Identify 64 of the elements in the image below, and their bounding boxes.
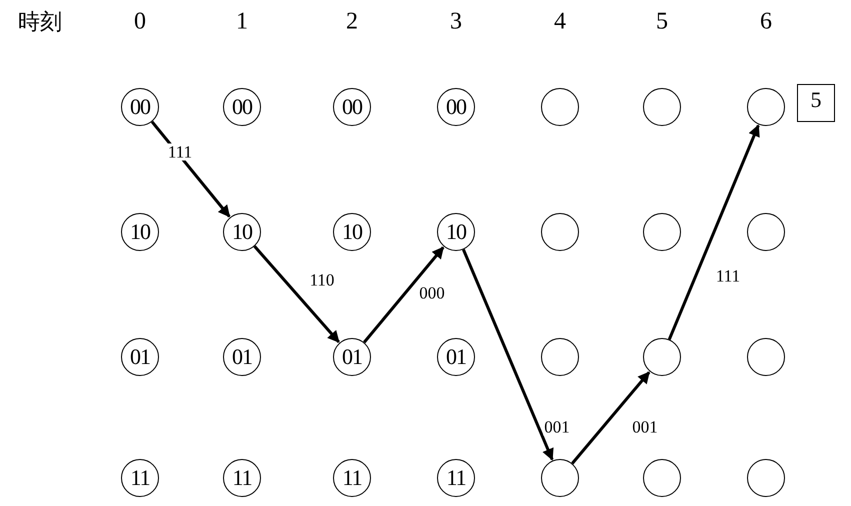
state-label: 01 [130,344,150,370]
state-circle [541,459,579,497]
state-circle [333,338,371,376]
state-circle [643,88,681,126]
edge-label: 001 [631,418,659,436]
state-circle [333,88,371,126]
time-index: 3 [450,8,462,36]
metric-value: 5 [797,84,835,122]
state-label: 00 [446,94,466,120]
state-circle [437,338,475,376]
edge-label: 111 [714,268,742,284]
arrow [571,371,650,464]
state-circle [121,338,159,376]
edge-label: 001 [543,418,571,436]
state-circle [437,459,475,497]
time-index: 2 [346,8,358,36]
state-circle [121,88,159,126]
state-label: 11 [446,465,466,491]
state-label: 10 [342,219,362,245]
time-index: 0 [134,8,146,36]
state-label: 11 [232,465,252,491]
state-label: 01 [342,344,362,370]
state-circle [541,213,579,251]
edge-label: 000 [418,284,446,302]
state-label: 01 [232,344,252,370]
state-circle [541,88,579,126]
state-label: 00 [342,94,362,120]
state-circle [643,338,681,376]
state-circle [333,459,371,497]
state-circle [643,459,681,497]
state-circle [223,88,261,126]
edge-label: 110 [308,272,336,288]
state-label: 00 [130,94,150,120]
state-circle [747,213,785,251]
state-circle [333,213,371,251]
state-label: 01 [446,344,466,370]
state-circle [747,338,785,376]
state-label: 11 [342,465,362,491]
state-label: 10 [232,219,252,245]
arrow [668,124,760,340]
state-circle [223,213,261,251]
state-circle [437,88,475,126]
state-circle [121,459,159,497]
time-index: 5 [656,8,668,36]
time-index: 6 [760,8,772,36]
state-circle [223,459,261,497]
time-index: 1 [236,8,248,36]
arrow [363,246,444,344]
state-label: 00 [232,94,252,120]
state-circle [747,459,785,497]
state-circle [541,338,579,376]
edge-label: 111 [166,144,194,160]
state-circle [121,213,159,251]
arrow [253,245,340,343]
state-label: 11 [130,465,150,491]
time-index: 4 [554,8,566,36]
state-circle [223,338,261,376]
arrow [462,248,554,461]
state-circle [747,88,785,126]
axis-title: 時刻 [18,9,62,37]
state-circle [643,213,681,251]
state-label: 10 [446,219,466,245]
state-circle [437,213,475,251]
state-label: 10 [130,219,150,245]
